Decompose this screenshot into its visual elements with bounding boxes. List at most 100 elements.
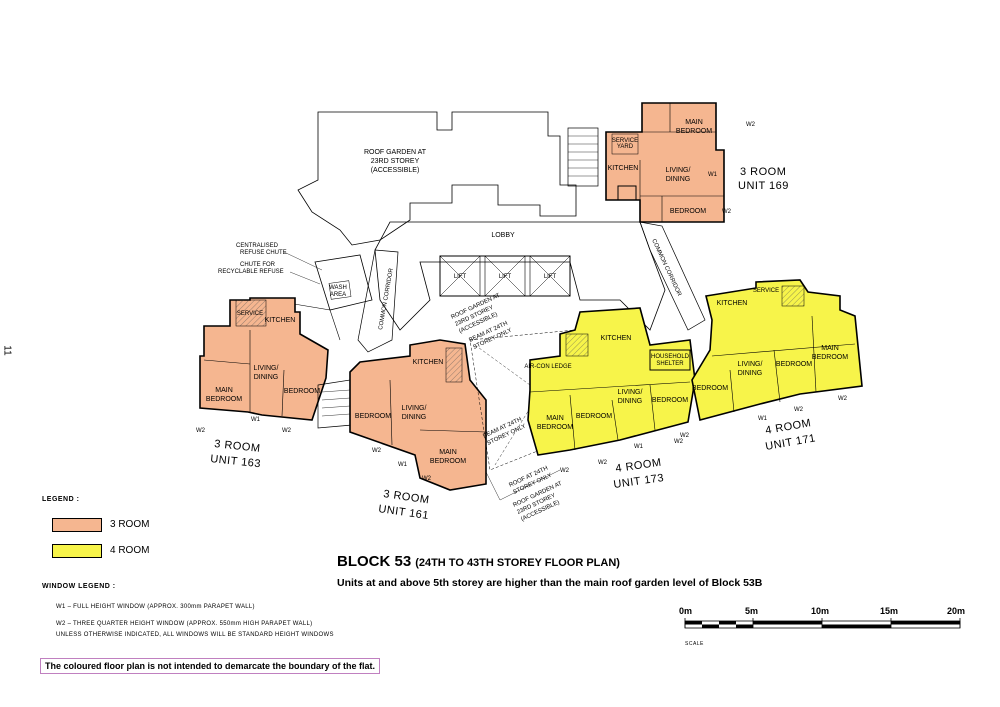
unit-161: KITCHEN LIVING/ DINING BEDROOM MAIN BEDR… [349,339,487,522]
u169-type: 3 ROOM [740,166,786,178]
u161-main-bed-1: MAIN [439,449,457,456]
u173-w1: W1 [634,444,644,450]
window-legend-title: WINDOW LEGEND : [42,583,116,590]
scale-caption: SCALE [685,641,704,647]
u169-service-yard-1: SERVICE [612,138,638,144]
recycle-chute-label-2: RECYCLABLE REFUSE [218,269,284,275]
u161-living-2: DINING [402,414,427,421]
u169-bedroom: BEDROOM [670,208,706,215]
u171-main-bed-1: MAIN [821,345,839,352]
u163-service-yard: SERVICE [237,311,263,317]
u169-main-bed-1: MAIN [685,119,703,126]
page-number: 11 [1,345,13,356]
u171-living-2: DINING [738,370,763,377]
scale-label-10: 10m [811,606,830,616]
u163-w2-b: W2 [282,428,292,434]
common-corridors: COMMON CORRIDOR COMMON CORRIDOR [357,221,706,353]
u173-main-bed-2: BEDROOM [537,424,573,431]
u173-living-1: LIVING/ [618,389,643,396]
lift-label-3: LIFT [544,274,557,280]
u169-living-1: LIVING/ [666,167,691,174]
lift-label-2: LIFT [499,274,512,280]
refuse-chute-label-2: REFUSE CHUTE [240,250,287,256]
u163-living-1: LIVING/ [254,365,279,372]
unit-173: KITCHEN LIVING/ DINING MAIN BEDROOM BEDR… [524,307,696,491]
u163-main-bed-1: MAIN [215,387,233,394]
u173-living-2: DINING [618,398,643,405]
scale-label-5: 5m [745,606,759,616]
legend-swatch-3room [52,518,102,532]
u163-main-bed-2: BEDROOM [206,396,242,403]
scale-label-20: 20m [947,606,966,616]
u169-kitchen: KITCHEN [608,165,639,172]
u163-type: 3 ROOM [214,438,261,455]
u161-w2-a: W2 [372,448,382,454]
u161-bedroom: BEDROOM [355,413,391,420]
refuse-chute-area: WASH AREA CENTRALISED REFUSE CHUTE CHUTE… [218,243,373,341]
u171-service-yard: SERVICE [753,288,779,294]
u169-w2-a: W2 [746,122,756,128]
u173-bedroom-1: BEDROOM [576,413,612,420]
staircase [567,127,599,187]
wash-area-label-1: WASH [329,285,347,291]
legend-label-4room: 4 ROOM [110,545,150,556]
u169-service-yard-2: YARD [617,144,634,150]
unit-169: KITCHEN LIVING/ DINING MAIN BEDROOM BEDR… [605,102,788,223]
u173-w2-c: W2 [674,439,684,445]
lobby-label: LOBBY [491,232,515,239]
u173-kitchen: KITCHEN [601,335,632,342]
legend-title: LEGEND : [42,496,80,503]
window-legend-w1: W1 – FULL HEIGHT WINDOW (APPROX. 300mm P… [56,604,255,610]
block-title-sub: (24TH TO 43TH STOREY FLOOR PLAN) [415,557,620,569]
lift-group: LIFT LIFT LIFT [439,255,571,297]
disclaimer: The coloured floor plan is not intended … [40,658,381,674]
lift-label-1: LIFT [454,274,467,280]
u171-bedroom-2: BEDROOM [776,361,812,368]
unit-163: KITCHEN LIVING/ DINING MAIN BEDROOM BEDR… [196,297,329,470]
u163-number: UNIT 163 [210,453,262,470]
scale-label-15: 15m [880,606,899,616]
u169-w2-b: W2 [722,209,732,215]
u171-kitchen: KITCHEN [717,300,748,307]
roof-garden-label-2: 23RD STOREY [371,158,420,165]
u161-main-bed-2: BEDROOM [430,458,466,465]
block-title-main: BLOCK 53 [337,553,412,570]
roof-garden-23rd: ROOF GARDEN AT 23RD STOREY (ACCESSIBLE) [297,111,577,246]
u161-w2-b: W2 [422,476,432,482]
recycle-chute-label-1: CHUTE FOR [240,262,276,268]
u169-w1: W1 [708,172,718,178]
u161-w1: W1 [398,462,408,468]
wash-area-label-2: AREA [330,292,346,298]
u173-main-bed-1: MAIN [546,415,564,422]
u163-living-2: DINING [254,374,279,381]
u171-living-1: LIVING/ [738,361,763,368]
u169-living-2: DINING [666,176,691,183]
lobby: LOBBY LIFT LIFT LIFT [374,221,666,331]
legend-swatch-4room [52,544,102,558]
u171-w2-c: W2 [838,396,848,402]
corridor-right-label: COMMON CORRIDOR [650,238,682,298]
roof-garden-label-1: ROOF GARDEN AT [364,149,427,156]
u171-w1: W1 [758,416,768,422]
u171-bedroom-1: BEDROOM [692,385,728,392]
roof-garden-label-3: (ACCESSIBLE) [371,167,420,174]
u169-main-bed-2: BEDROOM [676,128,712,135]
window-legend-note: UNLESS OTHERWISE INDICATED, ALL WINDOWS … [56,632,334,638]
u171-w2-b: W2 [794,407,804,413]
unit-171: KITCHEN LIVING/ DINING MAIN BEDROOM BEDR… [680,279,863,453]
u173-w2-a: W2 [560,468,570,474]
u171-w2-a: W2 [680,433,690,439]
u173-shelter-2: SHELTER [656,361,684,367]
refuse-chute-label-1: CENTRALISED [236,243,279,249]
u161-kitchen: KITCHEN [413,359,444,366]
u173-number: UNIT 173 [613,472,665,491]
legend-label-3room: 3 ROOM [110,519,150,530]
block-title: BLOCK 53(24TH TO 43TH STOREY FLOOR PLAN) [337,553,620,570]
corridor-left-label: COMMON CORRIDOR [378,267,395,330]
units-note: Units at and above 5th storey are higher… [337,577,763,589]
u171-main-bed-2: BEDROOM [812,354,848,361]
u173-bedroom-2: BEDROOM [652,397,688,404]
scale-bar [684,618,961,629]
u173-aircon: AIR-CON LEDGE [524,364,571,370]
